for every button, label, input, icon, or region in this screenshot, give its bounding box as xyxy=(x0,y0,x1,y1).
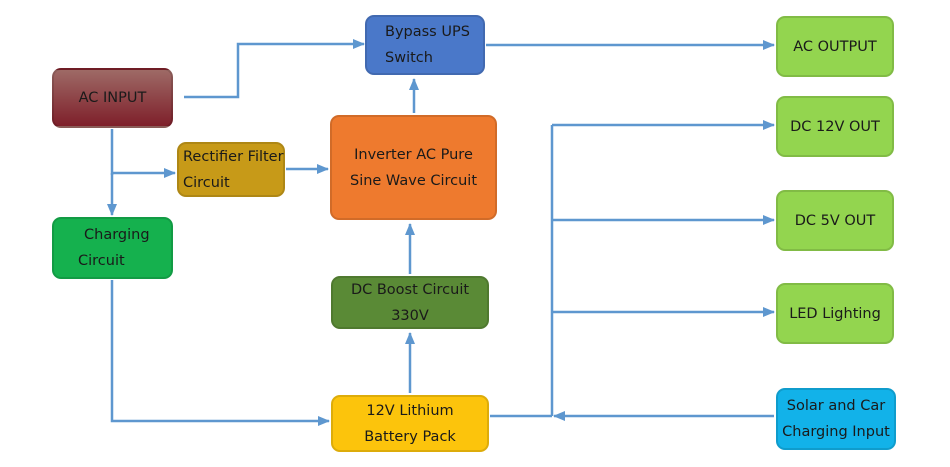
ac-input-block: AC INPUT xyxy=(52,68,173,128)
battery-label-line2: Battery Pack xyxy=(364,428,456,445)
boost-label-line2: 330V xyxy=(391,307,429,324)
solar-car-input-block: Solar and Car Charging Input xyxy=(776,388,896,450)
charging-circuit-block: Charging Circuit xyxy=(52,217,173,279)
bypass-label-line2: Switch xyxy=(385,50,433,66)
inverter-block: Inverter AC Pure Sine Wave Circuit xyxy=(330,115,497,220)
ac-output-label: AC OUTPUT xyxy=(793,38,877,55)
battery-label-line1: 12V Lithium xyxy=(366,402,454,419)
led-label: LED Lighting xyxy=(789,305,881,322)
arrow-acinput-to-bypass xyxy=(184,39,365,99)
charging-label-line1: Charging xyxy=(84,227,150,243)
battery-pack-block: 12V Lithium Battery Pack xyxy=(331,395,489,452)
rectifier-label-line2: Circuit xyxy=(183,174,230,191)
dc-5v-out-block: DC 5V OUT xyxy=(776,190,894,251)
dc12-label: DC 12V OUT xyxy=(790,118,880,135)
inverter-label-line2: Sine Wave Circuit xyxy=(349,172,478,189)
dc-boost-block: DC Boost Circuit 330V xyxy=(331,276,489,329)
bypass-ups-switch-block: Bypass UPS Switch xyxy=(365,15,485,75)
ac-input-label: AC INPUT xyxy=(78,90,147,106)
dc-12v-out-block: DC 12V OUT xyxy=(776,96,894,157)
ac-output-block: AC OUTPUT xyxy=(776,16,894,77)
inverter-label-line1: Inverter AC Pure xyxy=(354,146,473,163)
rectifier-label-line1: Rectifier Filter xyxy=(183,148,284,165)
rectifier-filter-block: Rectifier Filter Circuit xyxy=(177,142,285,197)
solar-label-line2: Charging Input xyxy=(782,424,890,440)
bypass-label-line1: Bypass UPS xyxy=(385,24,470,40)
solar-label-line1: Solar and Car xyxy=(786,398,886,414)
arrow-charging-to-battery xyxy=(110,280,330,426)
boost-label-line1: DC Boost Circuit xyxy=(350,281,470,298)
dc5-label: DC 5V OUT xyxy=(794,212,876,229)
charging-label-line2: Circuit xyxy=(78,253,125,269)
led-lighting-block: LED Lighting xyxy=(776,283,894,344)
